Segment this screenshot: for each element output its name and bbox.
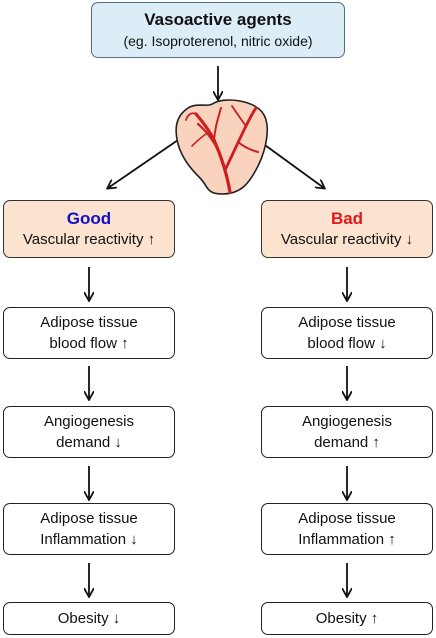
arrow-tissue-to-good (108, 139, 179, 188)
vasoactive-agents-title: Vasoactive agents (144, 10, 292, 29)
bad-blood-flow-box: Adipose tissue blood flow ↓ (261, 307, 433, 359)
vasoactive-agents-examples: (eg. Isoproterenol, nitric oxide) (123, 33, 313, 49)
good-inflammation-box: Adipose tissue Inflammation ↓ (3, 503, 175, 555)
good-blood-flow-line1: Adipose tissue (40, 314, 138, 331)
good-inflammation-line2: Inflammation ↓ (40, 531, 138, 548)
bad-blood-flow-line1: Adipose tissue (298, 314, 396, 331)
bad-angiogenesis-line2: demand ↑ (314, 434, 380, 451)
vasoactive-agents-box: Vasoactive agents (eg. Isoproterenol, ni… (91, 2, 345, 58)
good-vascular-reactivity-text: Vascular reactivity ↑ (22, 231, 156, 248)
bad-blood-flow-line2: blood flow ↓ (307, 335, 387, 352)
good-obesity-text: Obesity ↓ (57, 610, 121, 627)
bad-obesity-text: Obesity ↑ (315, 610, 379, 627)
bad-obesity-box: Obesity ↑ (261, 602, 433, 635)
good-angiogenesis-line1: Angiogenesis (43, 413, 135, 430)
bad-heading: Bad (330, 209, 364, 228)
good-vascular-reactivity-box: Good Vascular reactivity ↑ (3, 200, 175, 258)
good-blood-flow-line2: blood flow ↑ (49, 335, 129, 352)
adipose-tissue-with-blood-vessels-icon (175, 99, 269, 195)
bad-vascular-reactivity-text: Vascular reactivity ↓ (280, 231, 414, 248)
bad-angiogenesis-line1: Angiogenesis (301, 413, 393, 430)
good-obesity-box: Obesity ↓ (3, 602, 175, 635)
arrow-tissue-to-bad (257, 139, 324, 188)
good-angiogenesis-line2: demand ↓ (56, 434, 122, 451)
bad-angiogenesis-box: Angiogenesis demand ↑ (261, 406, 433, 458)
good-heading: Good (66, 209, 112, 228)
bad-inflammation-line1: Adipose tissue (298, 510, 396, 527)
bad-inflammation-box: Adipose tissue Inflammation ↑ (261, 503, 433, 555)
good-angiogenesis-box: Angiogenesis demand ↓ (3, 406, 175, 458)
good-blood-flow-box: Adipose tissue blood flow ↑ (3, 307, 175, 359)
good-inflammation-line1: Adipose tissue (40, 510, 138, 527)
bad-inflammation-line2: Inflammation ↑ (298, 531, 396, 548)
bad-vascular-reactivity-box: Bad Vascular reactivity ↓ (261, 200, 433, 258)
